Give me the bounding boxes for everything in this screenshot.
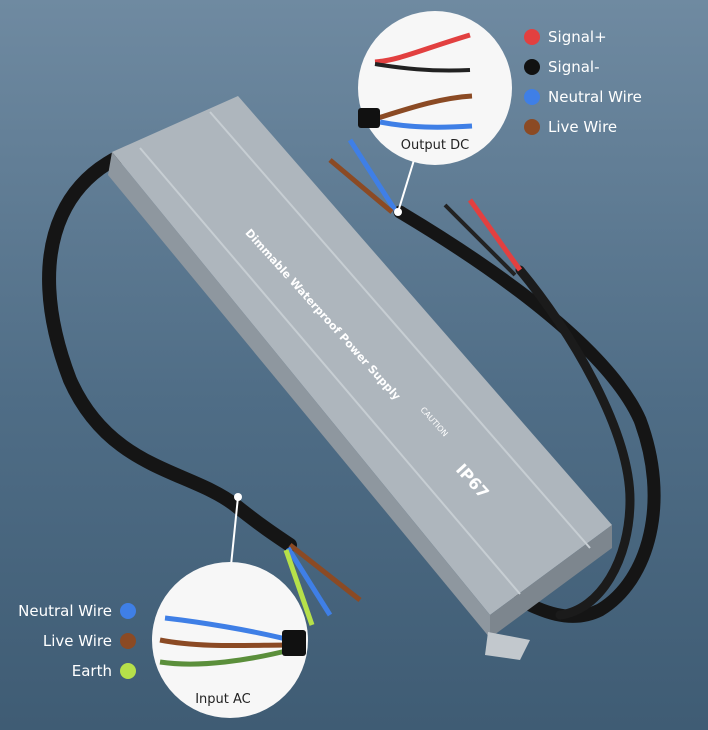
output-legend-item: Signal+ bbox=[524, 26, 642, 48]
legend-label: Live Wire bbox=[42, 632, 112, 650]
input-callout-anchor bbox=[234, 493, 242, 501]
output-cable bbox=[393, 205, 661, 623]
output-legend-item: Signal- bbox=[524, 56, 642, 78]
signal-minus-dot bbox=[524, 59, 540, 75]
legend-label: Signal+ bbox=[548, 28, 607, 46]
output-callout-anchor bbox=[394, 208, 402, 216]
legend-label: Neutral Wire bbox=[18, 602, 112, 620]
legend-label: Earth bbox=[71, 662, 112, 680]
neutral-wire-dot bbox=[524, 89, 540, 105]
input-legend-item: Neutral Wire bbox=[18, 600, 136, 622]
neutral-wire-dot bbox=[120, 603, 136, 619]
output-callout-label: Output DC bbox=[400, 138, 470, 153]
live-wire-dot bbox=[120, 633, 136, 649]
input-legend-item: Earth bbox=[72, 660, 136, 682]
live-wire-dot bbox=[524, 119, 540, 135]
output-callout bbox=[358, 11, 512, 165]
output-legend: Signal+ Signal- Neutral Wire Live Wire bbox=[524, 26, 642, 138]
input-legend: Neutral Wire Live Wire Earth bbox=[18, 600, 136, 682]
input-wire-ends bbox=[283, 543, 362, 626]
output-callout-leader bbox=[397, 159, 415, 213]
power-supply-body bbox=[108, 96, 612, 660]
legend-label: Signal- bbox=[548, 58, 600, 76]
output-wire-ends bbox=[328, 138, 523, 277]
earth-dot bbox=[120, 663, 136, 679]
legend-label: Live Wire bbox=[548, 118, 618, 136]
input-callout-label: Input AC bbox=[195, 692, 251, 707]
output-legend-item: Live Wire bbox=[524, 116, 642, 138]
output-legend-item: Neutral Wire bbox=[524, 86, 642, 108]
input-cable bbox=[42, 133, 297, 552]
input-callout bbox=[152, 562, 308, 718]
signal-plus-dot bbox=[524, 29, 540, 45]
input-legend-item: Live Wire bbox=[43, 630, 136, 652]
output-cable-second bbox=[515, 265, 635, 620]
input-callout-leader bbox=[229, 496, 239, 576]
legend-label: Neutral Wire bbox=[548, 88, 642, 106]
